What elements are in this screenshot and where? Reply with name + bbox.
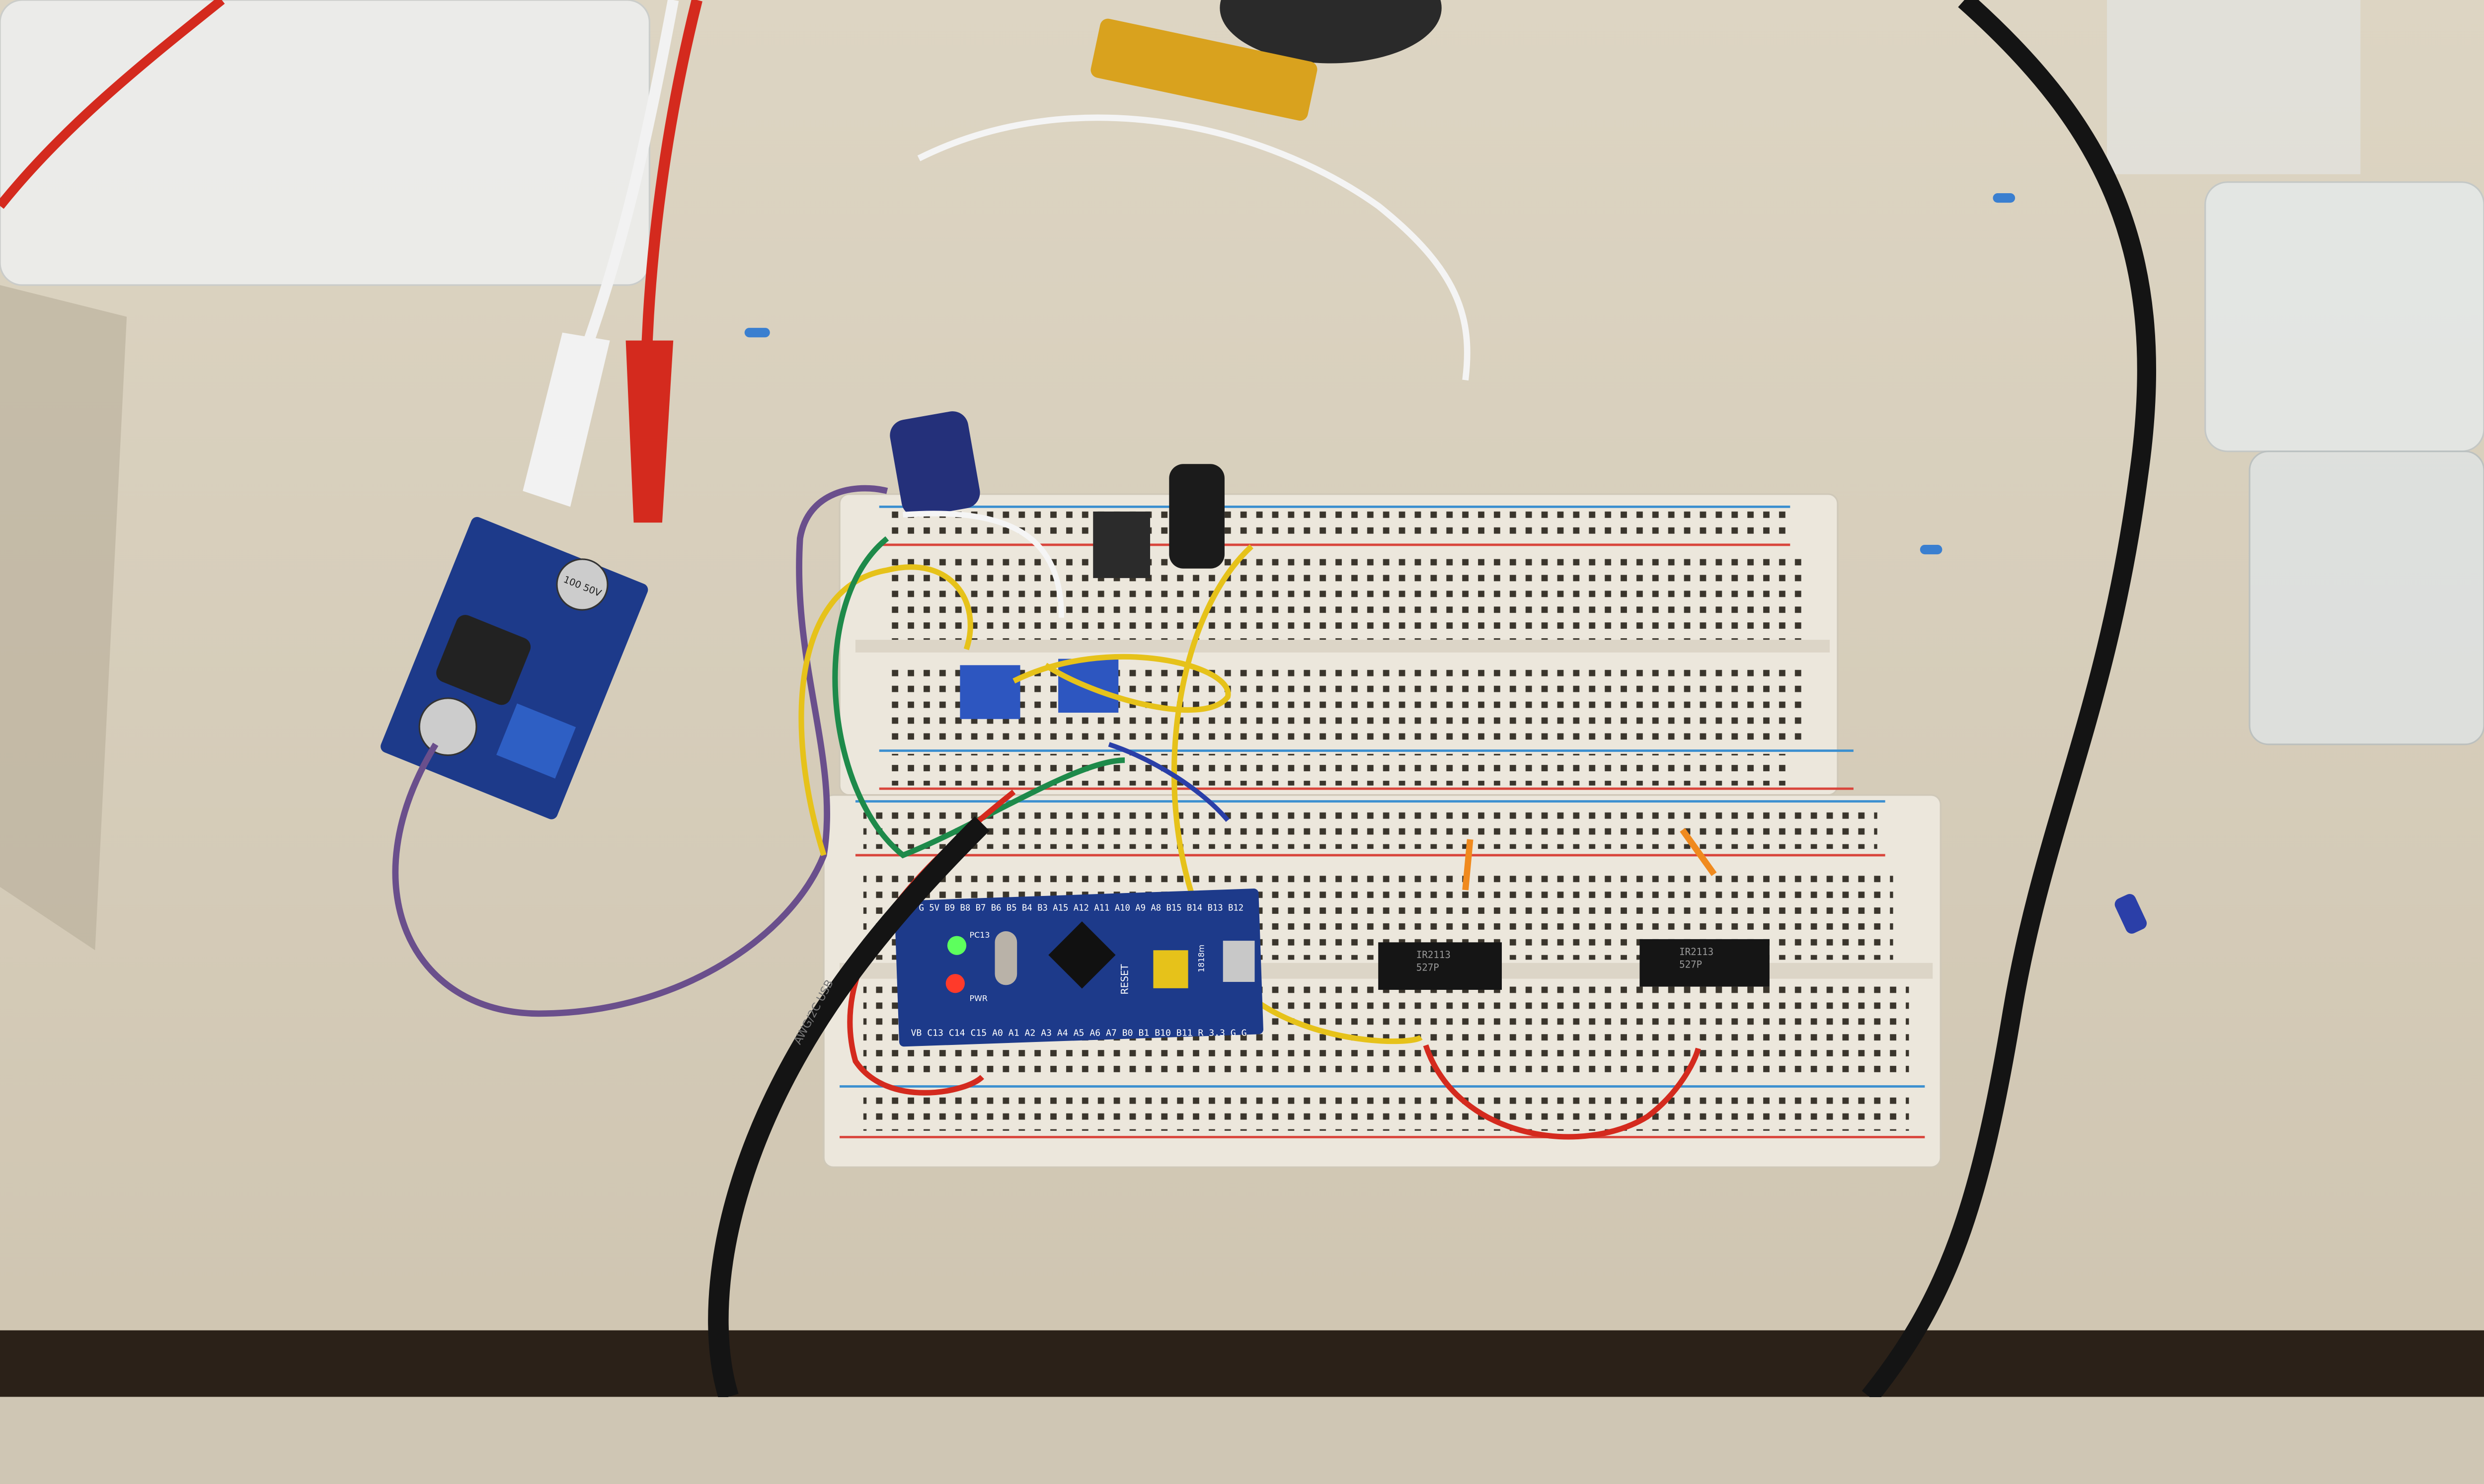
voltage-regulator xyxy=(1093,511,1151,578)
jumper-label: 1818m xyxy=(1196,945,1206,972)
plastic-box-left xyxy=(0,0,650,286)
driver-chip-1: IR2113 527P xyxy=(1378,942,1502,990)
plastic-box-right xyxy=(2204,181,2484,452)
white-wire-top xyxy=(917,114,1471,381)
driver-chip-2: IR2113 527P xyxy=(1639,939,1770,987)
top-pin-labels: G 5V B9 B8 B7 B6 B5 B4 B3 A15 A12 A11 A1… xyxy=(919,903,1243,913)
desk-shadow xyxy=(0,285,127,951)
red-wire-board-1 xyxy=(1423,1044,1701,1140)
capacitor-small xyxy=(1169,464,1225,569)
usb-cable xyxy=(708,816,990,1397)
blue-wire xyxy=(1108,742,1230,822)
plastic-box-top-right xyxy=(2107,0,2361,174)
buck-converter-module: 100 50V xyxy=(381,517,648,819)
potentiometer-1 xyxy=(960,665,1020,719)
led-pc13 xyxy=(947,936,967,955)
breadboard-bottom xyxy=(823,794,1941,1168)
black-power-cable xyxy=(1862,0,2157,1397)
chip-2-line1: IR2113 xyxy=(1679,946,1713,958)
red-wire-clip xyxy=(640,0,702,365)
chip-1-line1: IR2113 xyxy=(1416,949,1451,961)
bottom-pin-labels: VB C13 C14 C15 A0 A1 A2 A3 A4 A5 A6 A7 B… xyxy=(911,1028,1247,1038)
reset-label: RESET xyxy=(1119,964,1130,995)
led-pc13-label: PC13 xyxy=(970,930,990,940)
breadboard-top xyxy=(839,493,1854,796)
floor xyxy=(0,1330,2484,1397)
purple-wire xyxy=(392,485,888,1017)
boot-jumper xyxy=(1153,950,1188,988)
chip-1-line2: 527P xyxy=(1416,962,1439,973)
stm32-blue-pill-board: G 5V B9 B8 B7 B6 B5 B4 B3 A15 A12 A11 A1… xyxy=(894,889,1263,1047)
yellow-wire-3 xyxy=(1012,654,1231,713)
loose-resistor-3 xyxy=(744,328,770,338)
led-pwr-label: PWR xyxy=(970,993,988,1003)
crystal xyxy=(995,931,1017,985)
micro-usb-port xyxy=(1223,941,1255,982)
loose-resistor-1 xyxy=(1993,193,2016,203)
green-wire xyxy=(832,536,1125,859)
white-alligator-clip xyxy=(523,332,610,507)
orange-jumper-2 xyxy=(1680,828,1717,876)
loose-capacitor xyxy=(2114,894,2147,934)
loose-resistor-2 xyxy=(1920,544,1942,555)
usb-stick xyxy=(1090,18,1318,121)
led-pwr xyxy=(945,974,965,993)
breadboard-photo: 100 50V G 5V B9 B8 B7 B6 B5 B4 B3 A15 A1… xyxy=(0,0,2484,1397)
component-box-right xyxy=(2249,450,2484,745)
white-wire-board xyxy=(903,511,1065,618)
red-alligator-clip xyxy=(625,340,674,523)
orange-jumper-1 xyxy=(1462,839,1474,890)
chip-2-line2: 527P xyxy=(1679,959,1702,970)
white-wire-clip xyxy=(581,0,679,351)
capacitor-large xyxy=(890,411,980,517)
red-wire-left xyxy=(0,0,225,209)
mouse xyxy=(1220,0,1442,64)
